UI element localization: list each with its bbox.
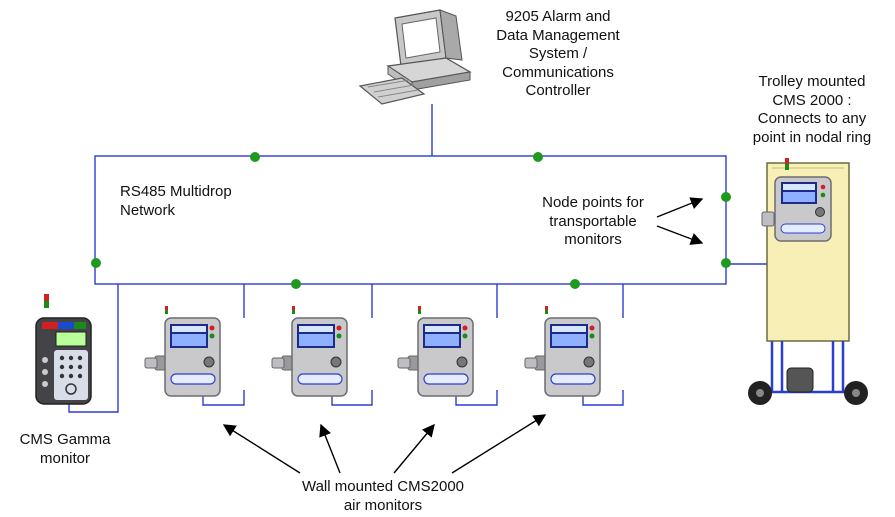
rs485-network-lines xyxy=(68,104,780,413)
node-point xyxy=(533,152,543,162)
pointer-arrows xyxy=(222,197,704,474)
network-label: RS485 Multidrop Network xyxy=(120,183,232,219)
cms2000-air-monitor-icon xyxy=(271,305,348,397)
node-point xyxy=(570,279,580,289)
node-point xyxy=(250,152,260,162)
wall-monitors-label: Wall mounted CMS2000 air monitors xyxy=(301,478,465,514)
computer-icon xyxy=(358,9,472,105)
node-point xyxy=(91,258,101,268)
node-point xyxy=(721,192,731,202)
arrow-to-monitor-1 xyxy=(222,424,301,474)
gamma-monitor-label: CMS Gamma monitor xyxy=(19,431,111,467)
controller-label: 9205 Alarm and Data Management System / … xyxy=(496,8,620,99)
cms2000-air-monitor-icon xyxy=(397,305,474,397)
arrow-to-monitor-2 xyxy=(319,423,341,474)
node-point xyxy=(291,279,301,289)
node-point xyxy=(721,258,731,268)
arrow-to-monitor-4 xyxy=(451,414,547,474)
handheld-gamma-monitor-icon xyxy=(35,294,92,405)
node-points xyxy=(91,152,731,289)
node-points-label: Node points for transportable monitors xyxy=(542,194,644,248)
arrow-to-node-upper xyxy=(656,197,704,218)
cms2000-air-monitor-icon xyxy=(524,305,601,397)
cms2000-air-monitor-icon xyxy=(144,305,221,397)
arrow-to-node-lower xyxy=(656,225,704,245)
arrow-to-monitor-3 xyxy=(393,423,435,474)
trolley-cart-icon xyxy=(748,158,868,405)
trolley-label: Trolley mounted CMS 2000 : Connects to a… xyxy=(752,73,872,146)
